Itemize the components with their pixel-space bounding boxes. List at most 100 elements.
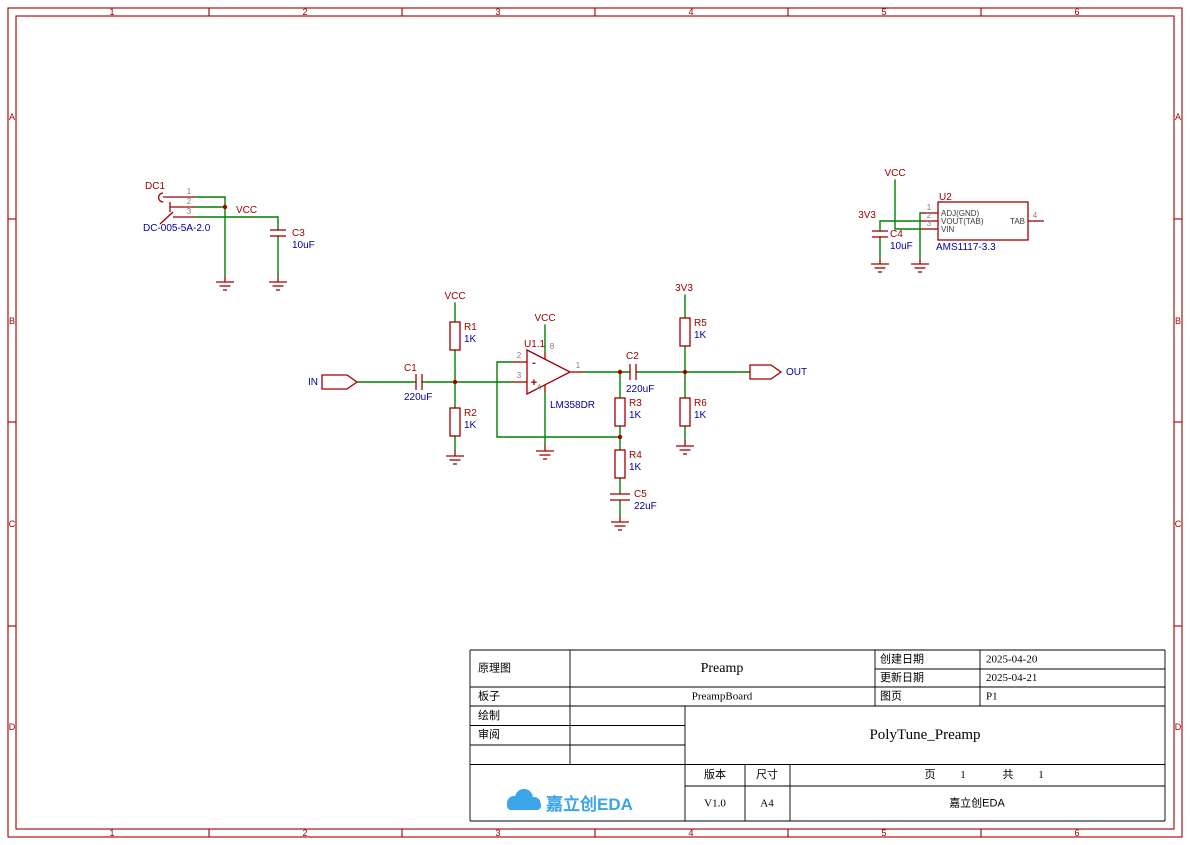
wire[interactable]: [919, 212, 923, 259]
grid-row-label: D: [9, 722, 16, 732]
grid-col-label: 6: [1074, 828, 1079, 838]
title-version-label: 版本: [704, 767, 726, 781]
grid-col-label: 3: [495, 828, 500, 838]
grid-col-label: 1: [109, 828, 114, 838]
u1-pin1-number: 1: [576, 361, 581, 370]
junction-dot: [682, 369, 688, 375]
c2-value: 220uF: [626, 384, 654, 395]
c5-value: 22uF: [634, 501, 657, 512]
grid-col-label: 5: [881, 828, 886, 838]
r5-value: 1K: [694, 330, 707, 341]
opamp-minus-sign: -: [532, 357, 536, 369]
u1-pin4-number: 4: [537, 383, 542, 392]
net-labels[interactable]: VCC VCC VCC VCC 3V3 3V3: [236, 168, 906, 324]
logo-text: 嘉立创EDA: [545, 794, 633, 814]
grid-row-label: D: [1175, 722, 1182, 732]
component-r3[interactable]: R3 1K: [614, 397, 642, 427]
wires[interactable]: [194, 179, 923, 517]
u2-pin4-name: TAB: [1010, 217, 1025, 226]
cloud-icon: [507, 789, 541, 810]
wire[interactable]: [496, 361, 621, 438]
u2-pin3-name: VIN: [941, 225, 955, 234]
net-label-vcc[interactable]: VCC: [236, 205, 257, 216]
title-sheet-value[interactable]: P1: [986, 691, 998, 703]
grid-row-label: A: [1175, 112, 1181, 122]
component-c2[interactable]: C2 220uF: [626, 351, 654, 395]
u2-pin4-number: 4: [1033, 211, 1038, 220]
port-out-shape: [749, 364, 783, 380]
u2-pin3-number: 3: [927, 219, 932, 228]
title-drawn-label: 绘制: [478, 708, 500, 722]
grid-col-label: 2: [302, 828, 307, 838]
r2-designator: R2: [464, 408, 477, 419]
grid-row-label: B: [9, 316, 15, 326]
resistor-body: [449, 321, 461, 351]
ground-symbols[interactable]: [215, 257, 930, 531]
title-updated-value[interactable]: 2025-04-21: [986, 672, 1037, 684]
r6-value: 1K: [694, 410, 707, 421]
net-label-vcc[interactable]: VCC: [444, 291, 465, 302]
c1-value: 220uF: [404, 392, 432, 403]
dc1-model: DC-005-5A-2.0: [143, 223, 211, 234]
component-dc1[interactable]: 1 2 3 DC1 DC-005-5A-2.0: [143, 181, 211, 234]
r5-designator: R5: [694, 318, 707, 329]
net-label-3v3[interactable]: 3V3: [858, 210, 876, 221]
component-r1[interactable]: R1 1K: [449, 321, 477, 351]
resistor-body: [679, 317, 691, 347]
component-c4[interactable]: C4 10uF: [872, 229, 913, 252]
junction-dot: [617, 369, 623, 375]
ground-symbol[interactable]: [910, 257, 930, 273]
r6-designator: R6: [694, 398, 707, 409]
title-created-label: 创建日期: [880, 652, 924, 666]
junction-dot: [222, 204, 228, 210]
r3-designator: R3: [629, 398, 642, 409]
ground-symbol[interactable]: [870, 257, 890, 273]
grid-row-label: C: [9, 519, 16, 529]
grid-col-label: 4: [688, 7, 693, 17]
c5-designator: C5: [634, 489, 647, 500]
title-board-value[interactable]: PreampBoard: [692, 691, 753, 703]
port-in[interactable]: IN: [308, 374, 359, 390]
junction-dot: [452, 379, 458, 385]
title-updated-label: 更新日期: [880, 670, 924, 684]
grid-row-label: C: [1175, 519, 1182, 529]
title-size-value[interactable]: A4: [760, 798, 774, 810]
net-label-3v3[interactable]: 3V3: [675, 283, 693, 294]
component-c5[interactable]: C5 22uF: [610, 489, 657, 512]
sheet-frame: 1 2 3 4 5 6 1 2 3 4 5 6 A B C D A B C D: [7, 7, 1183, 838]
ground-symbol[interactable]: [675, 439, 695, 455]
net-label-vcc[interactable]: VCC: [534, 313, 555, 324]
ground-symbol[interactable]: [215, 275, 235, 291]
title-board-label: 板子: [478, 689, 500, 703]
component-u2[interactable]: 1 2 3 4 ADJ(GND) VOUT(TAB) VIN TAB U2 AM…: [922, 192, 1044, 253]
component-r6[interactable]: R6 1K: [679, 397, 707, 427]
port-out-label: OUT: [786, 367, 807, 378]
grid-col-label: 4: [688, 828, 693, 838]
r4-value: 1K: [629, 462, 642, 473]
component-u1[interactable]: - + 2 3 1 4 8 U1.1 LM358DR: [513, 339, 595, 411]
title-size-label: 尺寸: [756, 767, 778, 781]
r4-designator: R4: [629, 450, 642, 461]
component-c3[interactable]: C3 10uF: [270, 228, 315, 251]
title-project-name[interactable]: PolyTune_Preamp: [869, 727, 980, 743]
component-r4[interactable]: R4 1K: [614, 449, 642, 479]
component-r2[interactable]: R2 1K: [449, 407, 477, 437]
title-schematic-value[interactable]: Preamp: [701, 661, 744, 676]
u1-model: LM358DR: [550, 400, 595, 411]
ground-symbol[interactable]: [268, 275, 288, 291]
port-out[interactable]: OUT: [749, 364, 807, 380]
u1-pin8-number: 8: [550, 342, 555, 351]
title-created-value[interactable]: 2025-04-20: [986, 654, 1038, 666]
net-label-vcc[interactable]: VCC: [884, 168, 905, 179]
ground-symbol[interactable]: [535, 444, 555, 460]
junction-dot: [617, 434, 623, 440]
ground-symbol[interactable]: [610, 515, 630, 531]
component-c1[interactable]: C1 220uF: [404, 363, 432, 403]
dc1-pin2-number: 2: [187, 197, 192, 206]
component-r5[interactable]: R5 1K: [679, 317, 707, 347]
ground-symbol[interactable]: [445, 449, 465, 465]
title-version-value[interactable]: V1.0: [704, 798, 726, 810]
resistor-body: [679, 397, 691, 427]
u1-designator: U1.1: [524, 339, 546, 350]
